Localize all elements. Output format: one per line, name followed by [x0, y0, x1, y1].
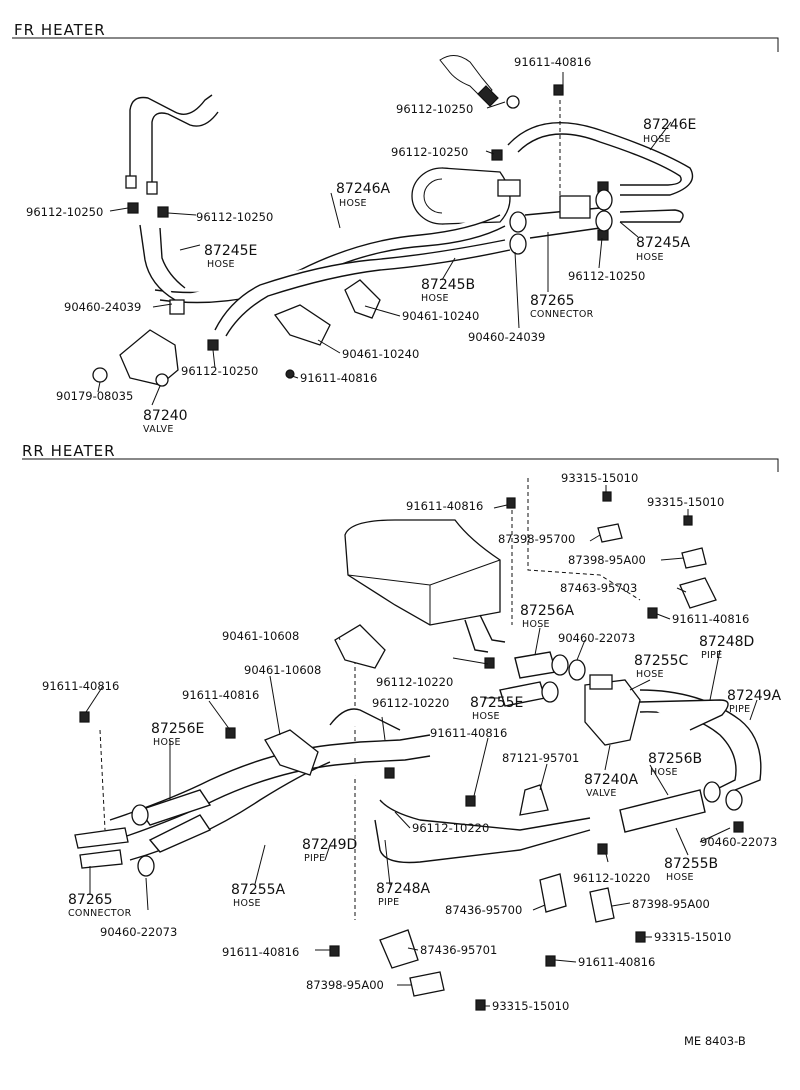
part-label: 90461-10608 — [222, 629, 299, 643]
part-type: PIPE — [304, 853, 325, 864]
part-type: HOSE — [153, 737, 181, 748]
part-label: 87256B — [648, 751, 702, 767]
part-label: 90460-24039 — [64, 300, 141, 314]
part-label: 87265 — [68, 892, 113, 908]
part-label: 90460-24039 — [468, 330, 545, 344]
part-label: 87245A — [636, 235, 691, 251]
part-type: HOSE — [643, 134, 671, 145]
part-label: 91611-40816 — [672, 612, 749, 626]
part-label: 91611-40816 — [182, 688, 259, 702]
part-label: 87256E — [151, 721, 204, 737]
part-label: 90460-22073 — [558, 631, 635, 645]
part-label: 87398-95A00 — [568, 553, 646, 567]
part-type: HOSE — [666, 872, 694, 883]
part-label: 87240A — [584, 772, 639, 788]
part-type: CONNECTOR — [68, 908, 132, 919]
part-label: 87256A — [520, 603, 575, 619]
part-label: 93315-15010 — [654, 930, 731, 944]
part-label: 91611-40816 — [42, 679, 119, 693]
fr-labels: 91611-40816 96112-10250 96112-10250 8724… — [26, 55, 696, 435]
part-label: 87248D — [699, 634, 754, 650]
part-label: 91611-40816 — [300, 371, 377, 385]
part-type: PIPE — [729, 704, 750, 715]
part-label: 96112-10250 — [196, 210, 273, 224]
part-label: 87255B — [664, 856, 718, 872]
part-type: HOSE — [207, 259, 235, 270]
part-type: VALVE — [586, 788, 617, 799]
part-type: HOSE — [339, 198, 367, 209]
part-type: HOSE — [421, 293, 449, 304]
part-label: 91611-40816 — [578, 955, 655, 969]
part-type: HOSE — [636, 252, 664, 263]
fr-heater-frame: FR HEATER — [12, 21, 779, 52]
part-label: 87436-95700 — [445, 903, 522, 917]
part-label: 90179-08035 — [56, 389, 133, 403]
part-label: 87246E — [643, 117, 696, 133]
rr-leaders — [85, 485, 758, 1007]
part-label: 96112-10250 — [568, 269, 645, 283]
rr-heater-frame: RR HEATER — [22, 442, 779, 472]
clamp-icon — [127, 149, 609, 351]
part-label: 87121-95701 — [502, 751, 579, 765]
bolt-icon — [79, 657, 744, 1011]
part-label: 96112-10220 — [412, 821, 489, 835]
part-label: 87240 — [143, 408, 188, 424]
part-label: 87436-95701 — [420, 943, 497, 957]
part-label: 93315-15010 — [647, 495, 724, 509]
part-label: 87255E — [470, 695, 523, 711]
part-label: 91611-40816 — [222, 945, 299, 959]
rr-labels: 93315-15010 91611-40816 93315-15010 8739… — [42, 471, 782, 1013]
part-label: 87255C — [634, 653, 689, 669]
part-label: 87265 — [530, 293, 575, 309]
part-label: 90460-22073 — [700, 835, 777, 849]
part-label: 96112-10250 — [26, 205, 103, 219]
part-label: 87255A — [231, 882, 286, 898]
part-type: PIPE — [701, 650, 722, 661]
fr-leaders — [97, 72, 672, 406]
part-type: HOSE — [233, 898, 261, 909]
part-type: HOSE — [522, 619, 550, 630]
rr-heater-illustration — [74, 478, 762, 1011]
part-label: 96112-10250 — [396, 102, 473, 116]
part-label: 87463-95703 — [560, 581, 637, 595]
part-type: CONNECTOR — [530, 309, 594, 320]
part-type: PIPE — [378, 897, 399, 908]
part-label: 93315-15010 — [561, 471, 638, 485]
part-label: 96112-10250 — [391, 145, 468, 159]
fr-heater-illustration — [92, 55, 694, 387]
part-label: 96112-10250 — [181, 364, 258, 378]
part-label: 87398-95700 — [498, 532, 575, 546]
part-label: 87398-95A00 — [632, 897, 710, 911]
part-label: 96112-10220 — [573, 871, 650, 885]
part-label: 93315-15010 — [492, 999, 569, 1013]
part-label: 87248A — [376, 881, 431, 897]
part-label: 90460-22073 — [100, 925, 177, 939]
part-label: 91611-40816 — [406, 499, 483, 513]
fr-heater-title: FR HEATER — [14, 21, 106, 39]
part-label: 90461-10240 — [402, 309, 479, 323]
part-label: 90461-10608 — [244, 663, 321, 677]
part-label: 96112-10220 — [376, 675, 453, 689]
part-type: VALVE — [143, 424, 174, 435]
part-label: 87249D — [302, 837, 357, 853]
part-label: 90461-10240 — [342, 347, 419, 361]
part-label: 87249A — [727, 688, 782, 704]
part-type: HOSE — [636, 669, 664, 680]
part-type: HOSE — [650, 767, 678, 778]
part-label: 87245B — [421, 277, 475, 293]
part-label: 87245E — [204, 243, 257, 259]
part-label: 91611-40816 — [430, 726, 507, 740]
part-label: 87246A — [336, 181, 391, 197]
part-label: 91611-40816 — [514, 55, 591, 69]
diagram-code: ME 8403-B — [684, 1034, 746, 1048]
part-label: 87398-95A00 — [306, 978, 384, 992]
part-type: HOSE — [472, 711, 500, 722]
part-label: 96112-10220 — [372, 696, 449, 710]
rr-heater-title: RR HEATER — [22, 442, 116, 460]
